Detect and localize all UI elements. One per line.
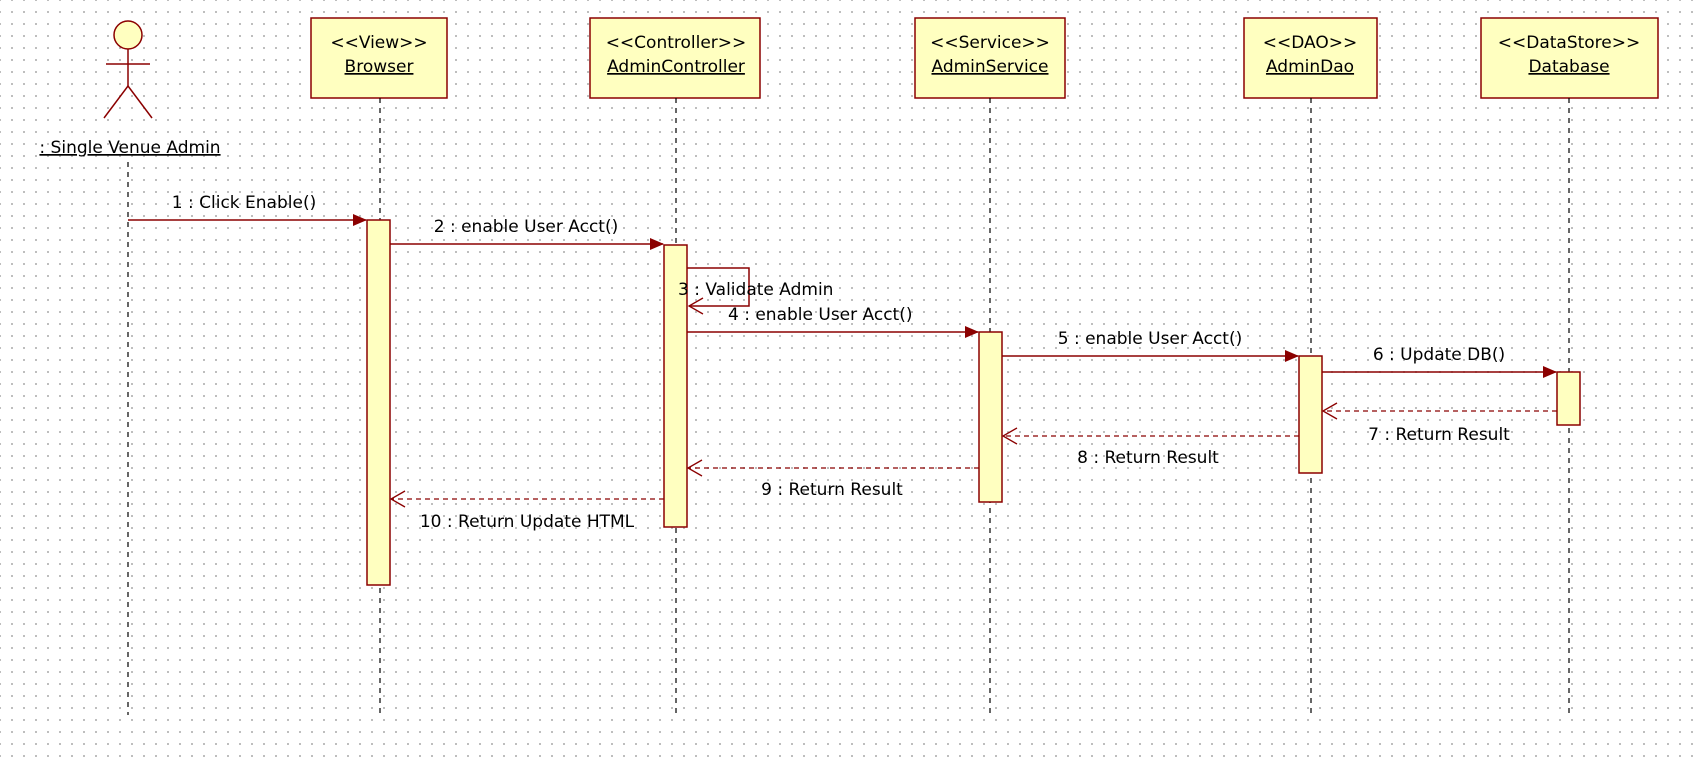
message-8[interactable]: 8 : Return Result: [1001, 427, 1299, 468]
message-10-arrowhead: [389, 490, 406, 508]
lifeline-database-name: Database: [1528, 57, 1609, 77]
message-9[interactable]: 9 : Return Result: [686, 459, 979, 500]
lifeline-browser-stereotype: <<View>>: [330, 33, 427, 53]
message-2[interactable]: 2 : enable User Acct(): [390, 217, 664, 250]
activation-admindao: [1298, 355, 1323, 474]
message-6[interactable]: 6 : Update DB(): [1322, 345, 1557, 378]
activation-admincontroller: [663, 244, 688, 528]
lifeline-admincontroller-box: [589, 17, 761, 99]
actor-right-leg: [127, 85, 153, 119]
activation-adminservice: [978, 331, 1003, 503]
actor-name: : Single Venue Admin: [39, 138, 220, 158]
message-10[interactable]: 10 : Return Update HTML: [389, 490, 664, 532]
message-1-label: 1 : Click Enable(): [172, 193, 316, 213]
lifeline-database[interactable]: <<DataStore>> Database: [1480, 17, 1659, 99]
message-3-arrowhead: [687, 297, 704, 315]
message-3-loop: [687, 267, 750, 307]
message-7[interactable]: 7 : Return Result: [1321, 402, 1557, 445]
activation-browser: [366, 219, 391, 586]
lifeline-browser-box: [310, 17, 448, 99]
message-10-label: 10 : Return Update HTML: [420, 512, 635, 532]
lifeline-adminservice-stereotype: <<Service>>: [930, 33, 1050, 53]
message-5[interactable]: 5 : enable User Acct(): [1002, 329, 1299, 362]
message-7-arrowhead: [1321, 402, 1338, 420]
lifeline-admindao-stereotype: <<DAO>>: [1263, 33, 1357, 53]
lifeline-admindao[interactable]: <<DAO>> AdminDao: [1243, 17, 1378, 99]
message-8-arrowhead: [1001, 427, 1018, 445]
lifeline-adminservice-name: AdminService: [931, 57, 1048, 77]
lifeline-database-stereotype: <<DataStore>>: [1498, 33, 1641, 53]
lifeline-admincontroller[interactable]: <<Controller>> AdminController: [589, 17, 761, 99]
message-1[interactable]: 1 : Click Enable(): [128, 193, 367, 226]
message-9-arrowhead: [686, 459, 703, 477]
activation-database: [1556, 371, 1581, 426]
message-9-label: 9 : Return Result: [761, 480, 903, 500]
message-3[interactable]: 3 : Validate Admin: [678, 267, 833, 315]
actor-single-venue-admin[interactable]: : Single Venue Admin: [39, 20, 221, 158]
message-2-label: 2 : enable User Acct(): [434, 217, 619, 237]
actor-head-icon: [113, 20, 143, 50]
lifeline-database-box: [1480, 17, 1659, 99]
message-3-label: 3 : Validate Admin: [678, 280, 833, 300]
message-4-label: 4 : enable User Acct(): [728, 305, 913, 325]
message-8-label: 8 : Return Result: [1077, 448, 1219, 468]
lifeline-admincontroller-name: AdminController: [607, 57, 745, 77]
lifeline-browser-name: Browser: [345, 57, 414, 77]
lifeline-browser[interactable]: <<View>> Browser: [310, 17, 448, 99]
message-5-label: 5 : enable User Acct(): [1058, 329, 1243, 349]
lifeline-admincontroller-stereotype: <<Controller>>: [606, 33, 747, 53]
actor-left-leg: [103, 85, 129, 119]
lifeline-adminservice[interactable]: <<Service>> AdminService: [914, 17, 1066, 99]
message-6-label: 6 : Update DB(): [1373, 345, 1505, 365]
message-7-label: 7 : Return Result: [1368, 425, 1510, 445]
lifeline-admindao-name: AdminDao: [1266, 57, 1354, 77]
message-4[interactable]: 4 : enable User Acct(): [687, 305, 979, 338]
lifeline-adminservice-box: [914, 17, 1066, 99]
